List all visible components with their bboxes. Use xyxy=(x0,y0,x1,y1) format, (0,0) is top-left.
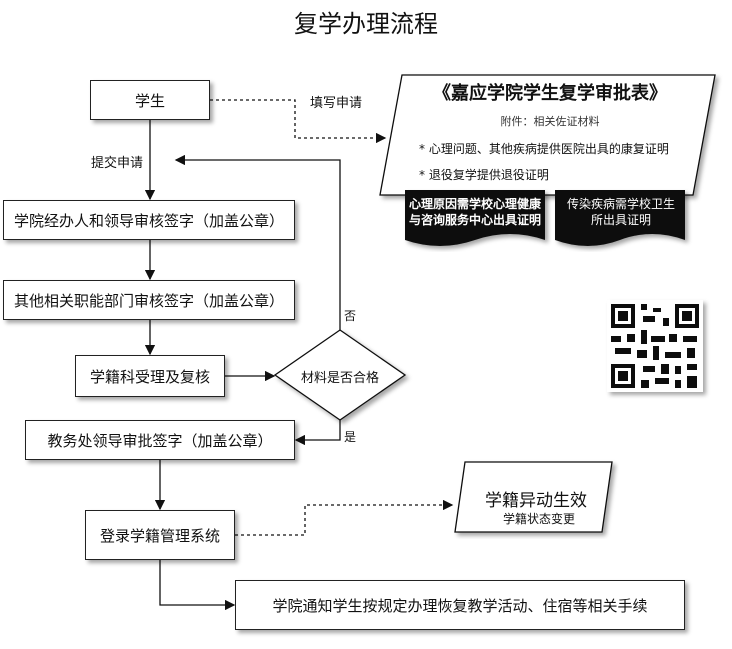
qr-code-icon xyxy=(607,300,703,392)
arrow-system-to-notify xyxy=(159,560,236,611)
effective-title: 学籍异动生效 xyxy=(485,491,587,511)
label-submit: 提交申请 xyxy=(91,156,144,171)
effective-parallelogram xyxy=(454,461,613,533)
form-parallelogram xyxy=(379,74,716,196)
node-system-login: 登录学籍管理系统 xyxy=(85,510,235,560)
page-title: 复学办理流程 xyxy=(294,10,438,38)
form-attachment: 附件：相关佐证材料 xyxy=(500,115,600,128)
dashed-to-effective xyxy=(235,499,454,536)
node-academic-affairs: 教务处领导审批签字（加盖公章） xyxy=(25,420,295,460)
doc1-shape xyxy=(405,190,545,246)
label-fill: 填写申请 xyxy=(310,96,363,111)
node-student: 学生 xyxy=(90,80,210,120)
decision-label: 材料是否合格 xyxy=(300,371,379,386)
node-notify: 学院通知学生按规定办理恢复教学活动、住宿等相关手续 xyxy=(235,580,685,630)
doc-psych-certificate: 心理原因需学校心理健康与咨询服务中心出具证明 xyxy=(408,197,541,227)
node-college-review: 学院经办人和领导审核签字（加盖公章） xyxy=(3,200,295,240)
arrow-yes xyxy=(294,420,341,446)
form-item: * 心理问题、其他疾病提供医院出具的康复证明 xyxy=(419,142,669,156)
node-dept-review: 其他相关职能部门审核签字（加盖公章） xyxy=(3,280,295,320)
dashed-fill-application xyxy=(210,99,387,144)
form-title: 《嘉应学院学生复学审批表》 xyxy=(433,83,667,104)
node-registry-review: 学籍科受理及复核 xyxy=(75,355,225,397)
decision-diamond xyxy=(273,329,407,421)
label-yes: 是 xyxy=(344,430,357,444)
label-no: 否 xyxy=(344,309,357,323)
doc2-shape xyxy=(555,190,685,246)
arrow-no-loop xyxy=(174,154,341,330)
doc-infectious-certificate: 传染疾病需学校卫生所出具证明 xyxy=(566,197,675,227)
form-item: * 退役复学提供退役证明 xyxy=(419,168,549,182)
effective-subtitle: 学籍状态变更 xyxy=(503,512,576,526)
